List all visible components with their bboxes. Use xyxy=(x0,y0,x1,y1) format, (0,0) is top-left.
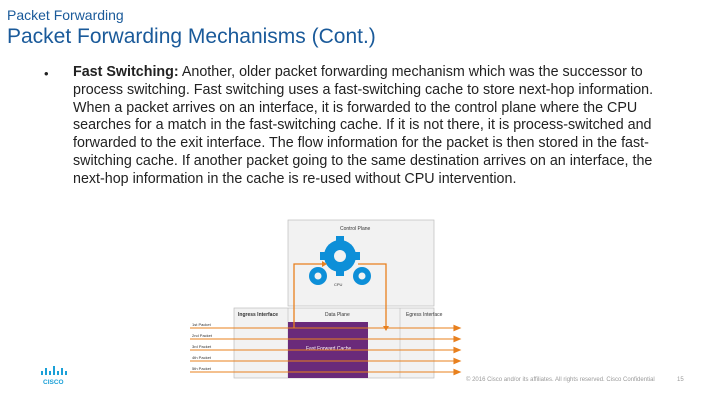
control-plane-label: Control Plane xyxy=(340,226,371,232)
bullet-marker: • xyxy=(44,66,49,81)
fast-switching-diagram: Control Plane Ingress Interface Data Pla… xyxy=(190,219,462,379)
packet-label-5: 5th Packet xyxy=(192,366,212,371)
gear-icon-large xyxy=(320,236,360,276)
bullet-body: Another, older packet forwarding mechani… xyxy=(73,64,654,187)
slide-title: Packet Forwarding Mechanisms (Cont.) xyxy=(7,25,376,48)
gear-icon-small-left xyxy=(309,267,327,285)
page-number: 15 xyxy=(677,377,684,383)
copyright-footer: © 2016 Cisco and/or its affiliates. All … xyxy=(466,377,655,383)
cpu-path-arrow xyxy=(293,263,387,328)
section-title: Packet Forwarding xyxy=(7,7,124,23)
bullet-lead: Fast Switching: xyxy=(73,64,179,80)
cisco-logo: CISCO xyxy=(41,366,67,386)
control-plane-panel xyxy=(287,219,435,307)
ingress-label: Ingress Interface xyxy=(238,312,278,318)
packet-label-2: 2nd Packet xyxy=(192,333,213,338)
logo-text: CISCO xyxy=(43,379,64,386)
gear-icon-small-right xyxy=(353,267,371,285)
packet-label-4: 4th Packet xyxy=(192,355,212,360)
bullet-paragraph: Fast Switching: Another, older packet fo… xyxy=(73,64,679,189)
egress-label: Egress Interface xyxy=(406,312,443,318)
packet-label-1: 1st Packet xyxy=(192,322,212,327)
packet-arrows xyxy=(190,324,462,376)
cache-label: Fast Forward Cache xyxy=(306,346,352,352)
cpu-label: CPU xyxy=(334,282,343,287)
data-plane-label: Data Plane xyxy=(325,312,350,318)
packet-label-3: 3rd Packet xyxy=(192,344,212,349)
